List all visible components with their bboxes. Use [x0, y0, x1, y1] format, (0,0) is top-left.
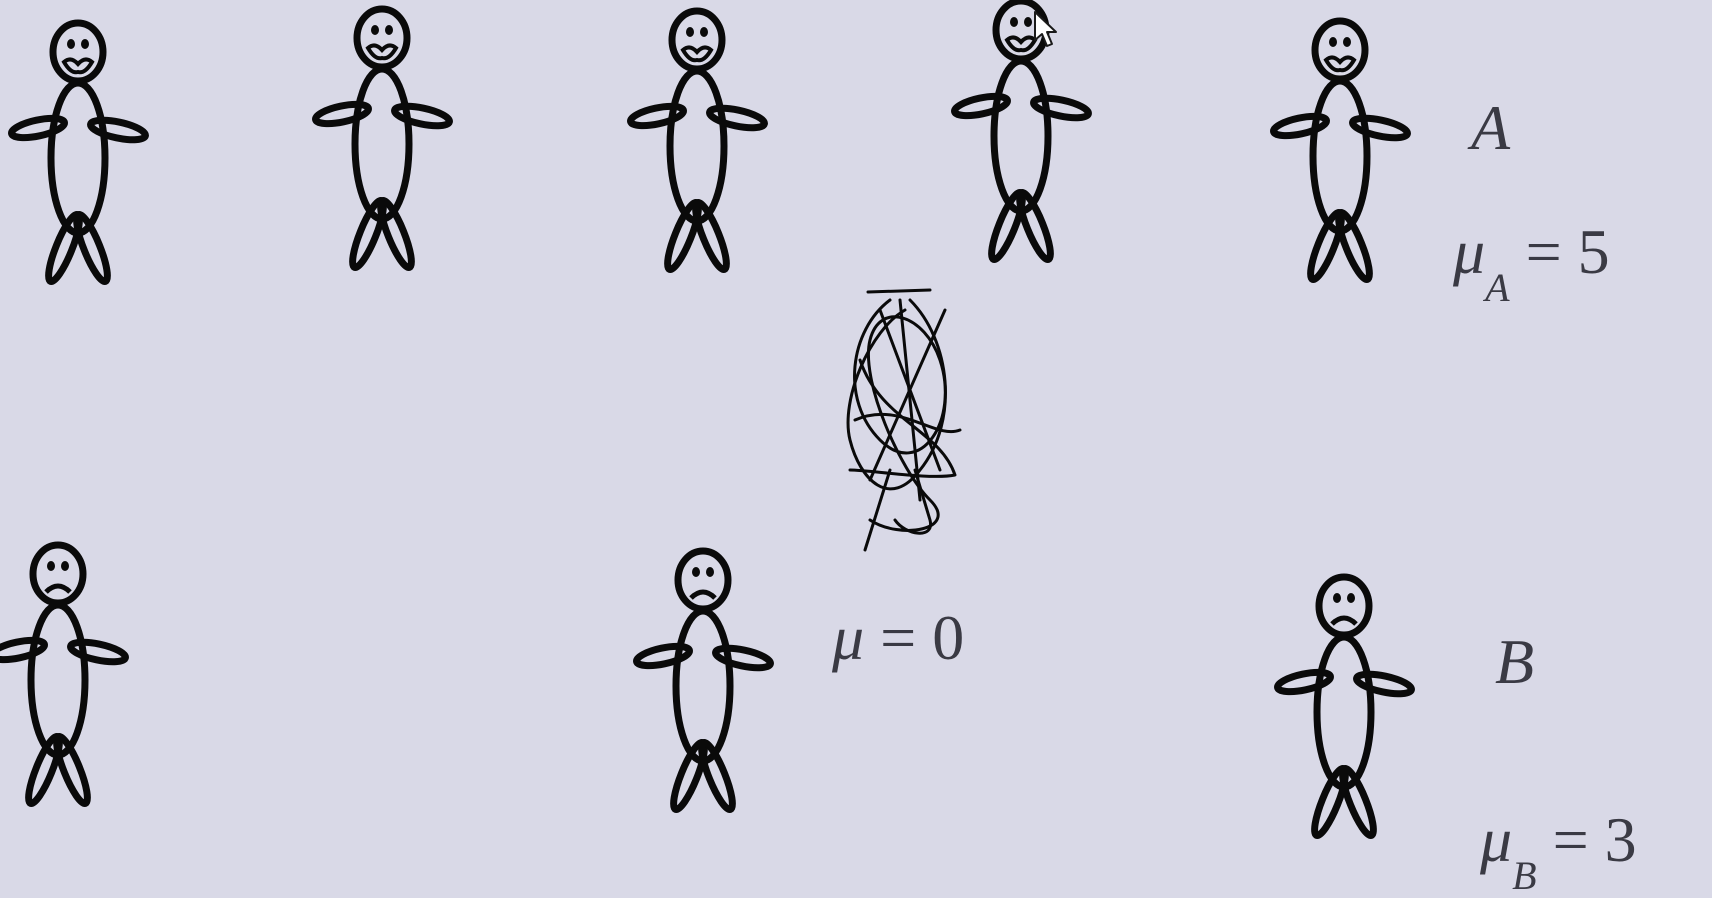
mu-symbol: μ — [832, 602, 864, 673]
person-bottom-1 — [0, 545, 127, 806]
mu-zero-equation: μ = 0 — [832, 606, 964, 670]
person-top-5 — [1272, 21, 1409, 282]
group-a-label: A — [1471, 96, 1510, 160]
mu-b-equation: μB = 3 — [1480, 808, 1637, 872]
mu-b-value: = 3 — [1553, 804, 1637, 875]
mu-a-value: = 5 — [1526, 216, 1610, 287]
mu-b-symbol: μ — [1480, 804, 1512, 875]
person-top-1 — [10, 23, 147, 284]
group-b-label: B — [1495, 630, 1534, 694]
mu-a-subscript: A — [1485, 265, 1509, 310]
person-top-3 — [629, 11, 766, 272]
person-bottom-3 — [1276, 577, 1413, 838]
mu-a-symbol: μ — [1453, 216, 1485, 287]
mouse-pointer-icon — [1033, 10, 1059, 50]
mu-b-subscript: B — [1512, 853, 1536, 898]
person-top-2 — [314, 9, 451, 270]
mu-a-equation: μA = 5 — [1453, 220, 1610, 284]
scribble-crossed-out-person — [848, 290, 960, 550]
person-top-4 — [953, 1, 1090, 262]
person-bottom-2 — [635, 551, 772, 812]
mu-zero-value: = 0 — [880, 602, 964, 673]
